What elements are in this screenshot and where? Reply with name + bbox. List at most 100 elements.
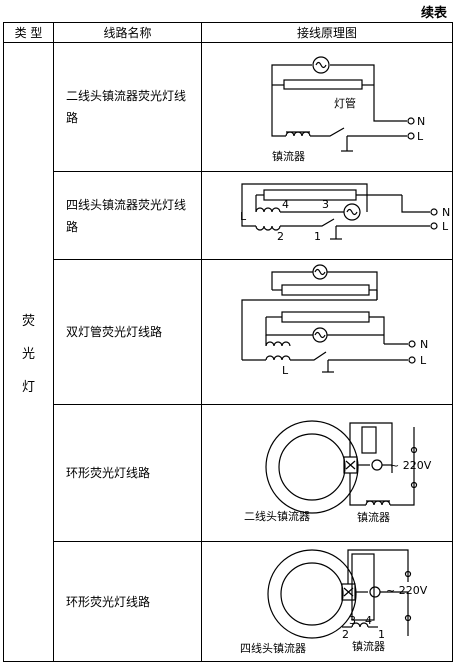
ring-tube-outer	[267, 549, 357, 639]
pin-2: 2	[277, 230, 284, 243]
pin-2: 2	[342, 628, 349, 641]
four-wire-ballast-diagram: L 4 3 2 1 N L	[240, 183, 450, 243]
tube	[283, 79, 363, 90]
wire	[369, 316, 385, 344]
terminal	[404, 614, 412, 622]
header-type: 类 型	[3, 22, 54, 43]
starter	[369, 586, 381, 598]
circuit-diagram: N L L	[201, 259, 453, 405]
circuit-name: 环形荧光灯线路	[53, 541, 202, 662]
starter-element	[315, 61, 327, 69]
voltage-label: ~ 220V	[390, 459, 432, 472]
tube	[263, 189, 357, 201]
ballast-coil	[255, 207, 281, 213]
ballast-label: 镇流器	[357, 510, 390, 524]
header-row: 类 型 线路名称 接线原理图	[3, 22, 453, 43]
ballast-coil	[365, 500, 391, 506]
continued-label: 续表	[420, 6, 447, 21]
starter-element	[314, 331, 326, 339]
wire	[271, 109, 286, 137]
wire	[271, 271, 313, 290]
ring-tube-inner	[280, 562, 344, 626]
switch	[310, 127, 345, 137]
pin-1: 1	[314, 230, 321, 243]
lb-label: L	[282, 364, 289, 377]
voltage-label: ~ 220V	[386, 584, 428, 597]
wire	[327, 271, 378, 290]
tube-1	[281, 284, 370, 296]
circular-lamp-four-wire-diagram: ~ 220V 3 4 2 1 四线头镇流器 镇流器	[240, 549, 428, 655]
table-row: 四线头镇流器荧光灯线路	[4, 171, 453, 260]
starter-box	[361, 426, 377, 454]
ring-tube-outer	[265, 420, 359, 514]
circuit-diagram: L 4 3 2 1 N L	[201, 171, 453, 260]
pin-4: 4	[282, 198, 289, 211]
ballast-coil	[285, 131, 311, 137]
ring-tube-inner	[278, 433, 346, 501]
wire	[241, 183, 368, 212]
table-row: 环形荧光灯线路 ~	[4, 541, 453, 662]
circuit-name: 四线头镇流器荧光灯线路	[53, 171, 202, 260]
terminal-n	[407, 117, 415, 125]
starter-element	[314, 268, 326, 276]
type-cell: 荧 光 灯	[3, 42, 54, 662]
ballast-label: 镇流器	[272, 149, 305, 163]
dual-tube-diagram: N L L	[241, 264, 428, 377]
pin-1: 1	[378, 628, 385, 641]
wire	[265, 317, 313, 336]
ballast-coil	[351, 622, 369, 628]
type-char: 光	[21, 346, 35, 362]
table-row: 荧 光 灯 二线头镇流器荧光灯线路	[3, 42, 453, 662]
wire	[330, 64, 375, 85]
circuit-diagram: 灯管 N L 镇流器	[201, 42, 453, 172]
terminal	[410, 481, 418, 489]
table-row: 环形荧光灯线路	[4, 404, 453, 542]
terminal-n	[430, 208, 438, 216]
terminal-l	[430, 222, 438, 230]
circuit-name: 二线头镇流器荧光灯线路	[53, 42, 202, 172]
switch	[280, 218, 335, 227]
wire	[241, 299, 377, 360]
wire	[347, 549, 409, 584]
circuit-name: 环形荧光灯线路	[53, 404, 202, 542]
type-char: 灯	[21, 379, 35, 395]
ballast-coil	[265, 341, 291, 347]
n-label: N	[420, 338, 428, 351]
ballast-coil	[255, 225, 281, 231]
pin-3: 3	[349, 614, 356, 627]
switch	[290, 351, 327, 361]
header-diagram: 接线原理图	[201, 22, 453, 43]
starter	[371, 459, 383, 471]
socket-pins	[345, 460, 356, 470]
terminal-n	[408, 340, 416, 348]
tube-label: 灯管	[334, 96, 356, 110]
starter	[312, 56, 330, 74]
ballast-label: 镇流器	[352, 639, 385, 653]
n-label: N	[442, 206, 450, 219]
circuit-diagram: ~ 220V 3 4 2 1 四线头镇流器 镇流器	[201, 541, 453, 662]
l2-label: L	[442, 220, 449, 233]
wire	[349, 473, 366, 506]
terminal	[410, 446, 418, 454]
ballast-coil	[265, 355, 291, 361]
tube-2	[281, 311, 370, 323]
table-row: 双灯管荧光灯线路	[4, 259, 453, 405]
wire	[349, 422, 393, 457]
circuit-name: 双灯管荧光灯线路	[53, 259, 202, 405]
l-label: L	[417, 130, 424, 143]
n-label: N	[417, 115, 425, 128]
wire	[271, 64, 312, 85]
terminal-l	[408, 356, 416, 364]
circular-lamp-two-wire-diagram: ~ 220V 二线头镇流器 镇流器	[244, 420, 432, 524]
pin-3: 3	[322, 198, 329, 211]
wire	[241, 212, 256, 227]
terminal	[404, 570, 412, 578]
starter-element	[346, 208, 358, 216]
pin-4: 4	[365, 614, 372, 627]
l-label: L	[420, 354, 427, 367]
type-char: 荧	[21, 313, 35, 329]
ballast-type-label: 二线头镇流器	[244, 509, 310, 523]
circuit-table: 类 型 线路名称 接线原理图 荧 光 灯 二线头镇流器荧光灯线路	[3, 22, 453, 662]
wire	[373, 109, 407, 122]
two-wire-ballast-diagram: 灯管 N L 镇流器	[271, 56, 425, 163]
